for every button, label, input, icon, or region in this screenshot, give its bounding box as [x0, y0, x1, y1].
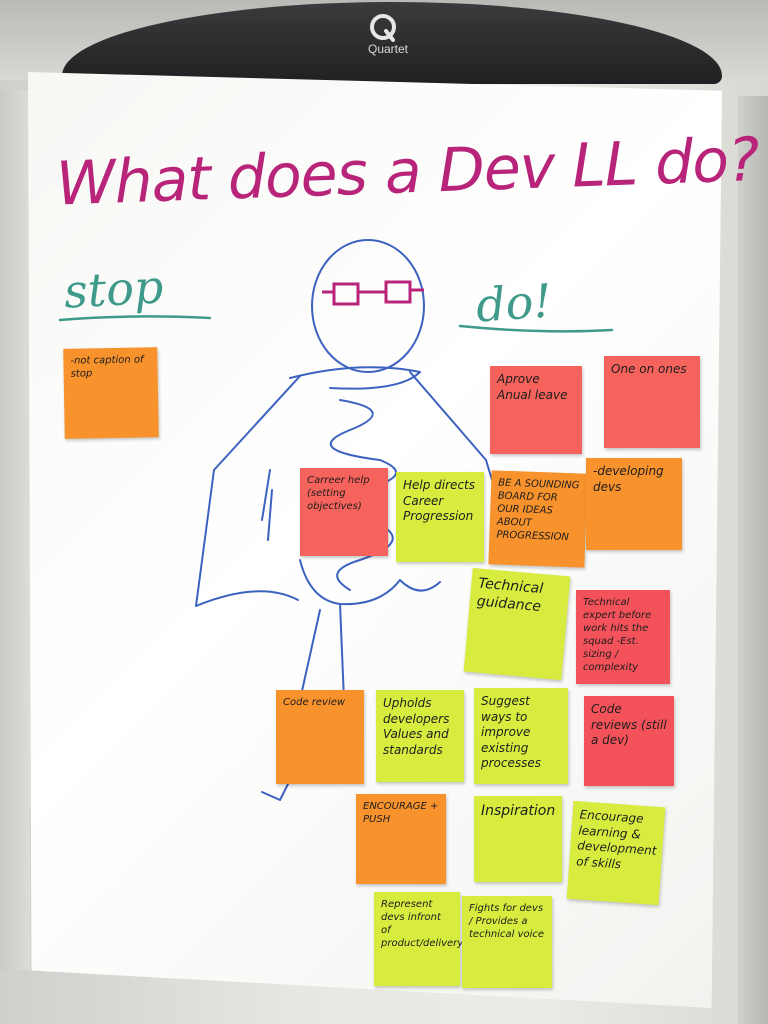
sticky-note-one-on-ones: One on ones [604, 356, 700, 448]
sticky-note-represent-devs: Represent devs infront of product/delive… [374, 892, 463, 986]
sticky-note-developing-devs: -developing devs [586, 458, 682, 550]
sketch-legs [299, 603, 345, 701]
sticky-note-fights-for-devs: Fights for devs / Provides a technical v… [462, 896, 552, 988]
drawing-strokes [195, 239, 493, 801]
quartet-logo-icon [370, 14, 396, 42]
sketch-collar [289, 366, 421, 390]
sticky-note-upholds-values: Upholds developers Values and standards [376, 690, 464, 782]
sticky-note-technical-guidance: Technical guidance [463, 567, 571, 681]
sticky-note-not-caption: -not caption of stop [63, 347, 159, 439]
sticky-note-suggest-ways: Suggest ways to improve existing process… [474, 688, 568, 784]
sticky-note-encourage-push: ENCOURAGE + PUSH [356, 794, 446, 884]
sketch-head [311, 239, 425, 373]
easel-brand-name: Quartet [367, 42, 409, 56]
sticky-note-inspiration: Inspiration [474, 796, 562, 882]
heading-underlines [58, 315, 614, 333]
easel-stand-right [738, 96, 768, 1024]
sticky-note-encourage-learning: Encourage learning & development of skil… [566, 800, 666, 906]
sticky-note-code-review: Code review [276, 690, 364, 784]
left-wall [0, 90, 30, 970]
do-underline [458, 324, 614, 333]
sticky-note-sounding-board: BE A SOUNDING BOARD FOR OUR IDEAS ABOUT … [488, 470, 588, 568]
stop-underline [58, 315, 212, 322]
sketch-cape-left [195, 375, 301, 607]
sketch-arm [261, 469, 273, 541]
sketch-glasses [322, 280, 424, 306]
sketch-skirt [299, 559, 441, 606]
sticky-note-help-career-progression: Help directs Career Progression [396, 472, 484, 562]
sticky-note-career-help: Carreer help (setting objectives) [300, 468, 388, 556]
sticky-note-aprove-leave: Aprove Anual leave [490, 366, 582, 454]
sticky-note-code-reviews-dev: Code reviews (still a dev) [584, 696, 674, 786]
sketch-cape-right [409, 371, 493, 481]
sticky-note-technical-expert: Technical expert before work hits the sq… [576, 590, 670, 684]
